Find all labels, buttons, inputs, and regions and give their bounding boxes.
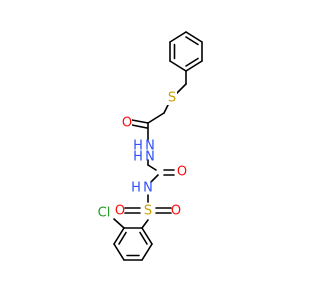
atom-o-urea: O — [177, 165, 187, 180]
atom-n-hydrazide-1: N H — [133, 139, 155, 154]
bond-co-o-1 — [131, 119, 149, 124]
atom-s-sulfonyl: S — [144, 204, 152, 219]
bond-s-ring — [141, 219, 149, 229]
atom-n-sulfonyl: N H — [131, 181, 153, 196]
atom-o-acyl: O — [122, 116, 132, 131]
svg-text:N: N — [145, 139, 155, 154]
svg-text:S: S — [168, 91, 176, 106]
chlorophenyl-ring — [113, 218, 153, 261]
svg-text:H: H — [131, 181, 141, 196]
svg-text:O: O — [177, 165, 187, 180]
molecule-structure: S O N H N H O N H S O O Cl — [98, 31, 203, 261]
bond-ch2-co — [147, 112, 165, 124]
molecule-canvas: S O N H N H O N H S O O Cl — [97, 31, 203, 261]
svg-text:H: H — [133, 139, 143, 154]
atom-o-sulfonyl-left: O — [115, 204, 125, 219]
benzyl-ring — [169, 31, 203, 72]
bond-co-o-2 — [131, 124, 148, 129]
bond-ch2-s — [175, 83, 187, 95]
svg-text:Cl: Cl — [98, 206, 111, 221]
atom-chlorine: Cl — [98, 206, 111, 221]
bond-c-n — [150, 174, 159, 183]
svg-text:O: O — [171, 204, 181, 219]
svg-text:H: H — [133, 150, 143, 165]
svg-text:N: N — [143, 181, 153, 196]
svg-text:S: S — [144, 204, 152, 219]
atom-o-sulfonyl-right: O — [171, 204, 181, 219]
svg-text:O: O — [122, 116, 132, 131]
bond-n-c — [147, 164, 157, 171]
svg-text:O: O — [115, 204, 125, 219]
atom-n-hydrazide-2: N H — [133, 150, 155, 165]
svg-text:N: N — [145, 150, 155, 165]
atom-s-thio: S — [167, 91, 177, 106]
bond-ring-cl — [113, 218, 125, 229]
